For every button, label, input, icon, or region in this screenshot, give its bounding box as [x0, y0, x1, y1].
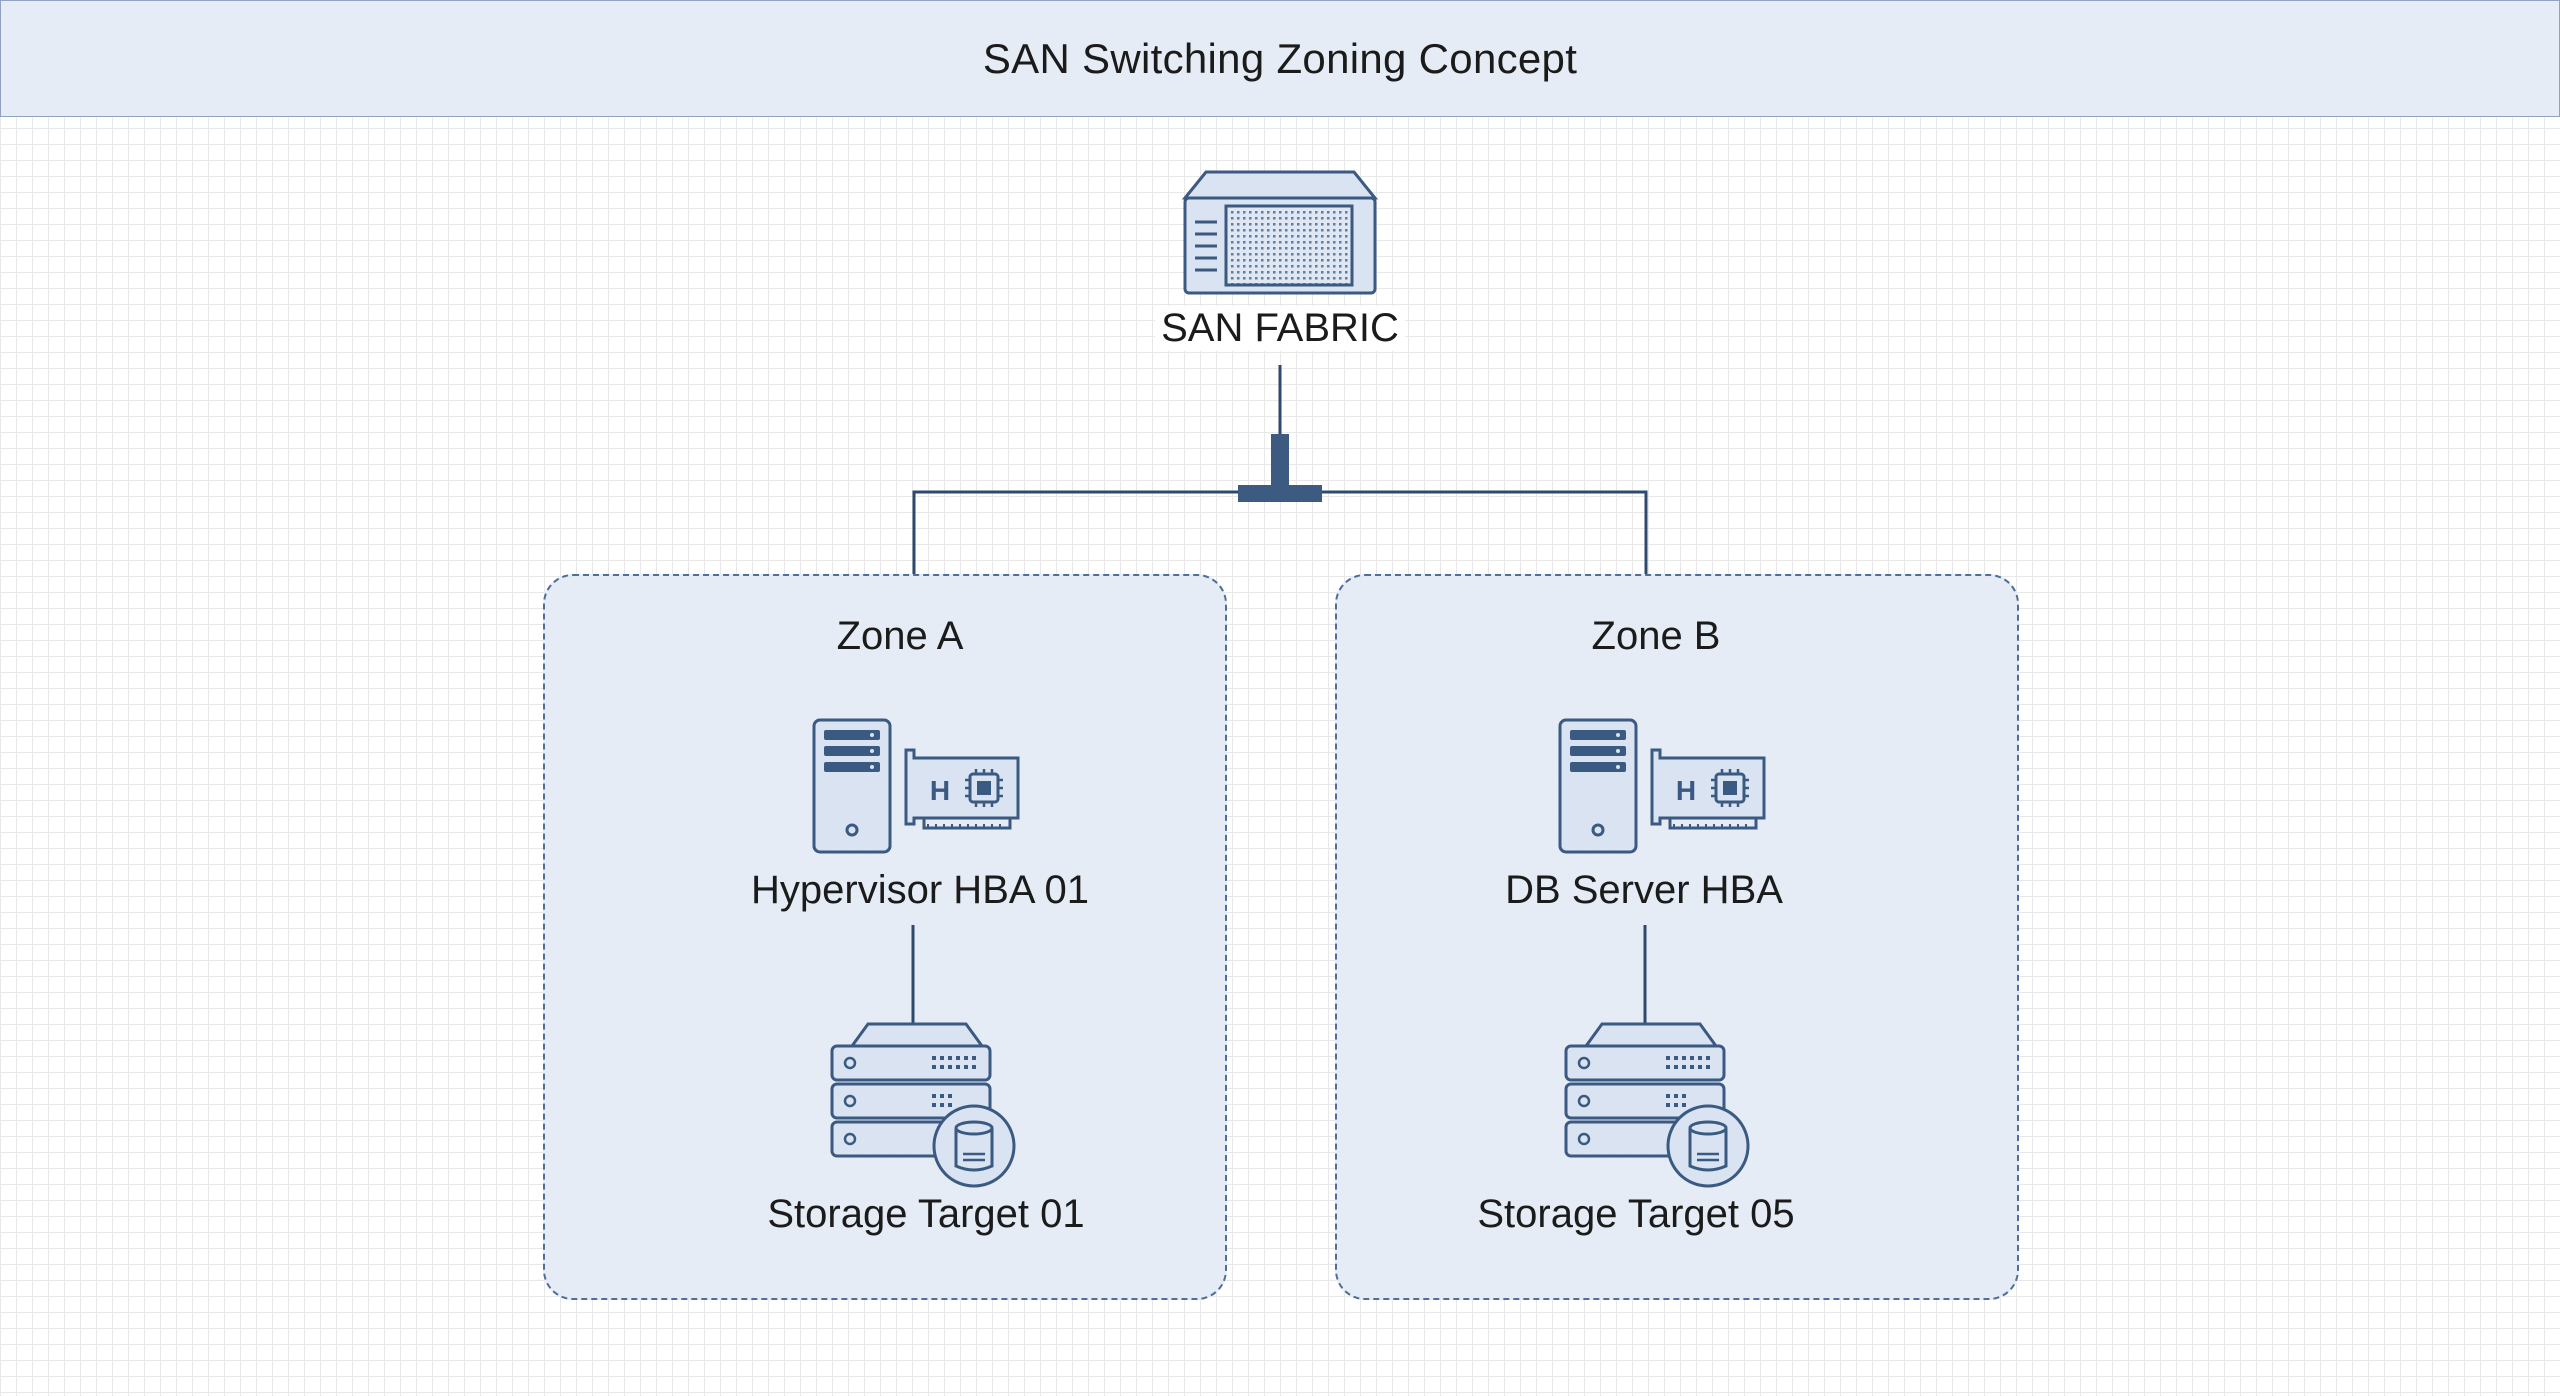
san-switch-icon	[1181, 170, 1379, 295]
zone-b-storage-label: Storage Target 05	[1477, 1192, 1795, 1236]
zone-a-title: Zone A	[836, 614, 964, 658]
zone-b-server-hba-icon	[1558, 718, 1766, 854]
fabric-junction	[1271, 434, 1289, 492]
title-bar: SAN Switching Zoning Concept	[0, 0, 2560, 117]
zone-a-storage-label: Storage Target 01	[767, 1192, 1085, 1236]
zone-b-title: Zone B	[1591, 614, 1721, 658]
zone-a-server-hba-icon	[812, 718, 1020, 854]
fabric-junction-bar	[1238, 485, 1322, 502]
diagram-title: SAN Switching Zoning Concept	[982, 34, 1578, 82]
zone-b-host-label: DB Server HBA	[1505, 868, 1783, 912]
zone-a-host-label: Hypervisor HBA 01	[751, 868, 1089, 912]
zone-a-boundary	[543, 574, 1227, 1300]
zone-a-storage-array-icon	[830, 1022, 1016, 1188]
san-fabric-label: SAN FABRIC	[1155, 306, 1405, 351]
zone-b-storage-array-icon	[1564, 1022, 1750, 1188]
zone-b-boundary	[1335, 574, 2019, 1300]
